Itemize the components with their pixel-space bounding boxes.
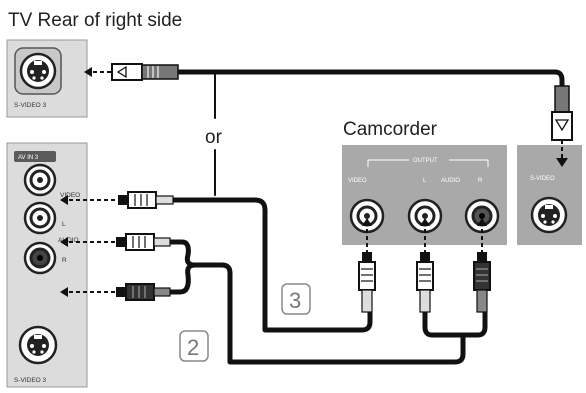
tv-svideo-panel-top: S-VIDEO 3 <box>6 39 88 118</box>
tv-audio-l-jack-icon <box>23 201 57 235</box>
step-badge-audio: 2 <box>179 330 209 362</box>
tv-audio-r-jack-icon <box>23 241 57 275</box>
tv-svideo-top-label: S-VIDEO 3 <box>14 102 47 109</box>
or-separator-label: or <box>205 127 223 148</box>
svideo-plug-tv <box>84 63 179 81</box>
camcorder-output-panel: OUTPUT VIDEO AUDIO L R <box>342 145 507 245</box>
rca-plug-camcorder-video <box>358 218 376 313</box>
rca-plug-tv-video <box>60 191 174 209</box>
rca-plug-tv-audio-l <box>60 233 171 251</box>
svideo-cable <box>175 69 565 89</box>
tv-audio-r-label: R <box>62 257 67 264</box>
tv-audio-label: AUDIO <box>58 237 79 244</box>
tv-av-in-panel: AV IN 3 VIDEO L AUDIO R <box>6 142 88 388</box>
camcorder-output-label: OUTPUT <box>413 158 438 164</box>
audio-r-branch <box>460 309 488 338</box>
camcorder-svideo-panel: S-VIDEO <box>517 145 582 245</box>
audio-r-cable <box>167 262 198 295</box>
rca-plug-tv-audio-r <box>60 283 171 301</box>
camcorder-audio-label: AUDIO <box>441 178 460 184</box>
rca-plug-camcorder-audio-l <box>416 218 434 313</box>
camcorder-video-jack-icon <box>349 198 385 234</box>
rca-plug-camcorder-audio-r <box>473 218 491 313</box>
camcorder-audio-r-jack-icon <box>464 198 500 234</box>
camcorder-title: Camcorder <box>343 119 438 140</box>
tv-video-label: VIDEO <box>60 192 80 199</box>
tv-svideo-bottom-label: S-VIDEO 3 <box>14 377 47 384</box>
tv-audio-l-label: L <box>62 221 66 228</box>
video-cable <box>170 197 373 333</box>
tv-svideo-jack-icon <box>14 47 62 95</box>
camcorder-r-label: R <box>478 178 483 184</box>
diagram-title: TV Rear of right side <box>8 10 182 31</box>
av-in-badge: AV IN 3 <box>14 151 56 162</box>
camcorder-l-label: L <box>423 178 427 184</box>
step-badge-audio-label: 2 <box>187 335 199 360</box>
svideo-plug-camcorder <box>551 85 573 167</box>
cables <box>167 69 565 365</box>
step-badge-composite: 3 <box>281 283 311 315</box>
camcorder-svideo-jack-icon <box>530 196 568 234</box>
av-in-badge-label: AV IN 3 <box>18 155 39 161</box>
camcorder-svideo-label: S-VIDEO <box>530 176 555 182</box>
step-badge-composite-label: 3 <box>289 288 301 313</box>
tv-svideo-bottom-jack-icon <box>18 325 58 365</box>
audio-l-cable <box>167 239 466 365</box>
tv-video-jack-icon <box>23 163 57 197</box>
camcorder-audio-l-jack-icon <box>407 198 443 234</box>
camcorder-video-label: VIDEO <box>348 178 367 184</box>
